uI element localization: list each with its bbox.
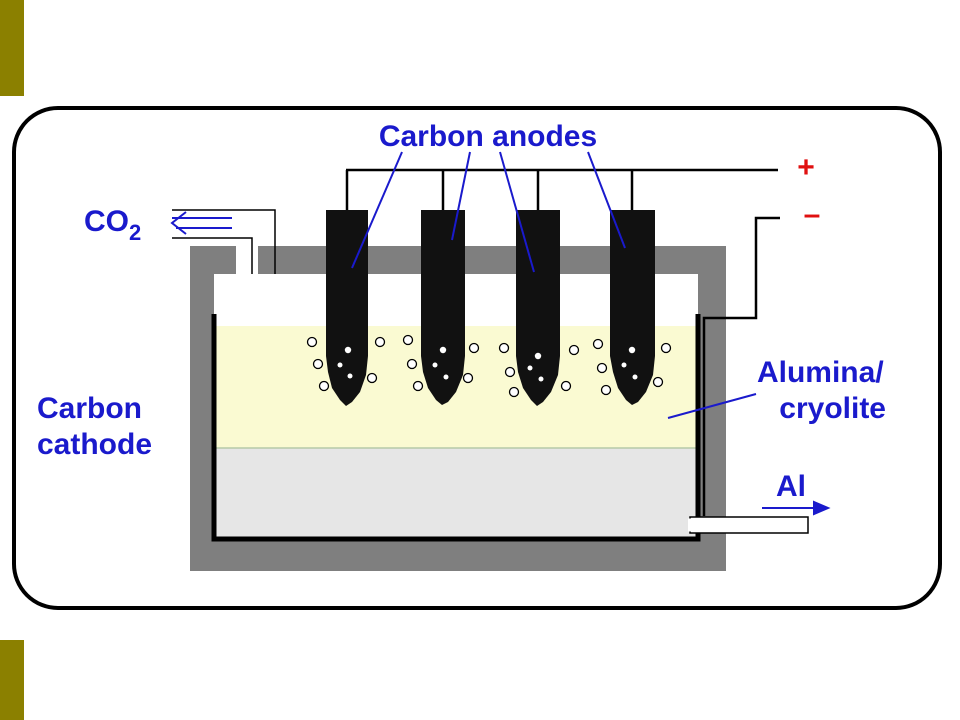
- label-carbon-anodes: Carbon anodes: [379, 120, 597, 153]
- molten-aluminium-layer: [214, 448, 698, 539]
- co2-arrow: [170, 211, 232, 235]
- carbon-cathode-lining: [211, 314, 701, 542]
- carbon-anodes: [326, 210, 655, 406]
- electrolyte-leader-line: [667, 393, 757, 419]
- aluminium-tap-pipe: [689, 516, 809, 534]
- label-aluminium: Al: [776, 470, 806, 503]
- accent-bar-top: [0, 0, 24, 96]
- anode-leader-lines: [351, 151, 626, 273]
- co2-exhaust-pipe: [236, 212, 258, 274]
- anode-connectors: [345, 170, 634, 212]
- anode-tip-bubbles: [337, 346, 638, 382]
- label-co2: CO2: [84, 205, 141, 245]
- accent-bar-bottom: [0, 640, 24, 720]
- positive-terminal: +: [797, 151, 815, 184]
- co2-bubbles: [306, 334, 672, 398]
- label-carbon-cathode: Carbon cathode: [37, 392, 152, 461]
- anode: [326, 210, 368, 406]
- anode: [421, 210, 465, 405]
- cathode-wire: [702, 216, 780, 516]
- co2-pipe-outline: [172, 209, 276, 274]
- anode: [516, 210, 560, 406]
- label-alumina-cryolite: Alumina/ cryolite: [757, 356, 892, 425]
- negative-terminal: –: [804, 198, 821, 231]
- aluminium-arrow: [762, 500, 831, 516]
- anode: [610, 210, 655, 405]
